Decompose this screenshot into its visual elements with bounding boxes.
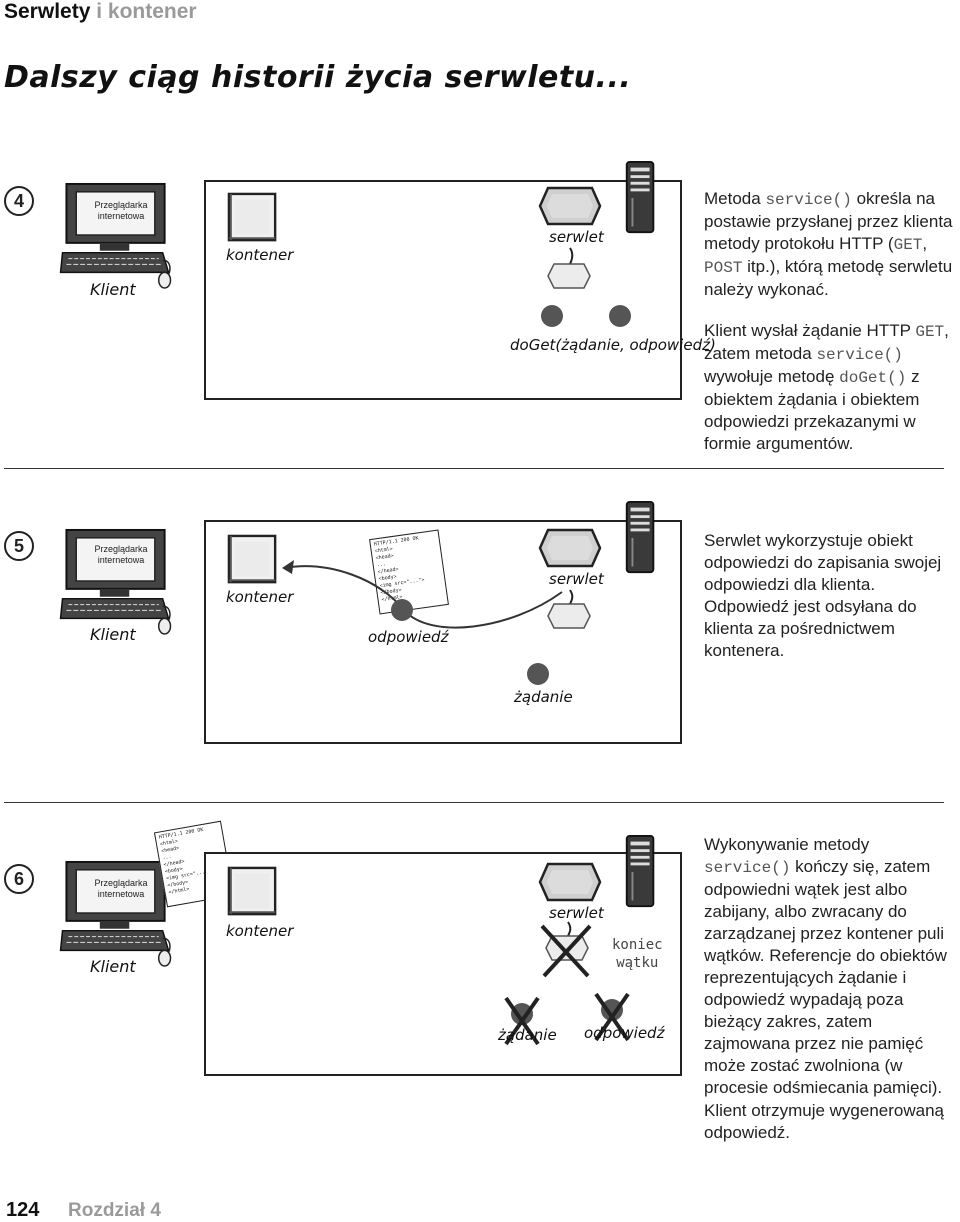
step-number-5: 5	[4, 531, 34, 561]
step-6-description-a: Wykonywanie metody service() kończy się,…	[704, 834, 960, 1099]
thread-end-line2: wątku	[616, 955, 659, 971]
browser-label: Przeglądarka internetowa	[84, 544, 158, 566]
destroyed-response-object-icon	[594, 992, 630, 1042]
code: service()	[704, 859, 791, 877]
text: z obiektem żądania i obiektem odpowiedzi…	[704, 367, 920, 453]
text: kończy się, zatem odpowiedni wątek jest …	[704, 857, 947, 1097]
step-4-panel	[204, 180, 682, 400]
chapter-label: Rozdział 4	[68, 1200, 161, 1221]
thread-icon	[547, 589, 591, 629]
step-4-description-b: Klient wysłał żądanie HTTP GET, zatem me…	[704, 320, 960, 455]
servlet-hexagon-icon	[538, 862, 602, 902]
client-label: Klient	[90, 280, 136, 299]
browser-label-line1: Przeglądarka	[94, 878, 148, 888]
code: GET	[893, 236, 923, 254]
browser-label-line2: internetowa	[97, 211, 145, 221]
browser-label: Przeglądarka internetowa	[84, 878, 158, 900]
section-header-bold: Serwlety	[4, 0, 91, 23]
request-label: żądanie	[514, 688, 573, 706]
servlet-hexagon-icon	[538, 528, 602, 568]
response-label: odpowiedź	[584, 1024, 665, 1042]
container-icon	[227, 866, 279, 918]
request-object-icon	[541, 305, 563, 327]
servlet-hexagon-icon	[538, 186, 602, 226]
container-label: kontener	[226, 588, 294, 606]
text: Metoda	[704, 189, 766, 208]
text: Wykonywanie metody	[704, 835, 870, 854]
browser-label-line1: Przeglądarka	[94, 544, 148, 554]
browser-label-line1: Przeglądarka	[94, 200, 148, 210]
client-computer-icon	[58, 182, 176, 290]
response-label: odpowiedź	[368, 628, 449, 646]
text: ,	[922, 234, 928, 253]
text: , zatem metoda	[704, 321, 949, 363]
server-icon	[624, 500, 658, 576]
browser-label-line2: internetowa	[97, 555, 145, 565]
step-5-description: Serwlet wykorzystuje obiekt odpowiedzi d…	[704, 531, 942, 660]
container-icon	[227, 192, 279, 244]
section-header-rest: i kontener	[96, 0, 197, 23]
request-response-objects	[541, 305, 631, 327]
code: doGet()	[839, 369, 907, 387]
destroyed-request-object-icon	[504, 996, 540, 1046]
code: POST	[704, 259, 743, 277]
divider	[4, 802, 944, 803]
client-computer-icon	[58, 860, 176, 968]
servlet-label: serwlet	[549, 228, 604, 246]
servlet-label: serwlet	[549, 904, 604, 922]
text: itp.), którą metodę serwletu należy wyko…	[704, 257, 953, 299]
servlet-label: serwlet	[549, 570, 604, 588]
text: wywołuje metodę	[704, 367, 840, 386]
code: GET	[915, 323, 945, 341]
container-label: kontener	[226, 922, 294, 940]
section-header: Serwlety i kontener	[4, 0, 197, 24]
step-6-panel	[204, 852, 682, 1076]
page-number: 124	[6, 1199, 40, 1221]
text: określa na postawie przysłanej przez kli…	[704, 189, 953, 253]
thread-end-line1: koniec	[612, 937, 663, 953]
divider	[4, 468, 944, 469]
code: service()	[765, 191, 852, 209]
text: Klient wysłał żądanie HTTP	[704, 321, 916, 340]
step-number-4: 4	[4, 186, 34, 216]
response-object-icon	[609, 305, 631, 327]
dead-thread-icon	[540, 921, 592, 978]
client-label: Klient	[90, 625, 136, 644]
server-icon	[624, 834, 658, 910]
page-title: Dalszy ciąg historii życia serwletu...	[4, 60, 632, 95]
code: service()	[816, 346, 903, 364]
step-4-description-a: Metoda service() określa na postawie prz…	[704, 188, 960, 301]
thread-end-label: koniec wątku	[612, 936, 663, 972]
doget-call-label: doGet(żądanie, odpowiedź)	[510, 336, 716, 354]
container-label: kontener	[226, 246, 294, 264]
step-number-6: 6	[4, 864, 34, 894]
step-6-description-b: Klient otrzymuje wygenerowaną odpowiedź.	[704, 1101, 945, 1142]
request-label: żądanie	[498, 1026, 557, 1044]
browser-label-line2: internetowa	[97, 889, 145, 899]
thread-icon	[547, 247, 591, 289]
step-5-panel	[204, 520, 682, 744]
browser-label: Przeglądarka internetowa	[84, 200, 158, 222]
response-object-icon	[391, 599, 413, 621]
client-label: Klient	[90, 957, 136, 976]
server-icon	[624, 160, 658, 236]
request-object-icon	[527, 663, 549, 685]
